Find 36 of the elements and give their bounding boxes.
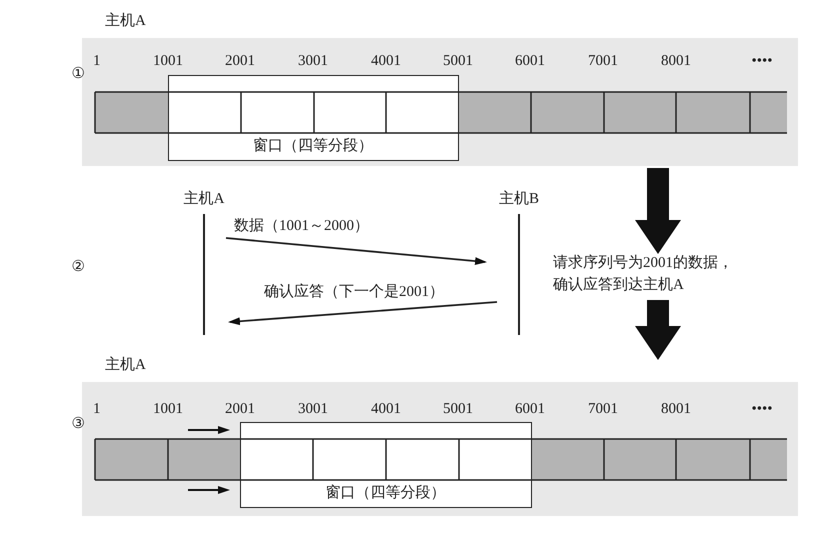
sequence-number: 3001: [298, 54, 328, 69]
sequence-number: 1001: [153, 54, 183, 69]
panel-heading: 主机A: [105, 358, 146, 373]
message-arrow: [226, 237, 487, 266]
note-text: 请求序列号为2001的数据，确认应答到达主机A: [553, 252, 739, 298]
sequence-number: 2001: [225, 54, 255, 69]
sequence-number: 1: [93, 402, 100, 417]
sequence-number: 6001: [515, 54, 545, 69]
sequence-number: 8001: [661, 402, 691, 417]
block-arrow: [635, 300, 681, 360]
message-arrow: [228, 301, 498, 326]
sequence-number: 7001: [588, 402, 618, 417]
sequence-number: 3001: [298, 402, 328, 417]
host-label: 主机B: [498, 192, 540, 207]
host-label: 主机A: [182, 192, 226, 207]
sequence-number: ••••: [752, 402, 773, 417]
sequence-number: 6001: [515, 402, 545, 417]
sequence-number: 1001: [153, 402, 183, 417]
step-number: ③: [72, 417, 84, 432]
sequence-number: 2001: [225, 402, 255, 417]
window-label: 窗口（四等分段）: [252, 139, 374, 154]
step-number: ②: [72, 260, 84, 275]
sequence-number: 5001: [443, 402, 473, 417]
window-box: [240, 422, 532, 508]
sequence-number: 1: [93, 54, 100, 69]
sequence-number: 8001: [661, 54, 691, 69]
panel-heading: 主机A: [105, 14, 146, 29]
window-box: [168, 75, 459, 161]
sequence-number: ••••: [752, 54, 773, 69]
sequence-number: 4001: [371, 54, 401, 69]
sequence-number: 7001: [588, 54, 618, 69]
sequence-number: 4001: [371, 402, 401, 417]
step-number: ①: [72, 67, 84, 82]
sequence-number: 5001: [443, 54, 473, 69]
block-arrow: [635, 168, 681, 254]
window-label: 窗口（四等分段）: [324, 486, 446, 501]
